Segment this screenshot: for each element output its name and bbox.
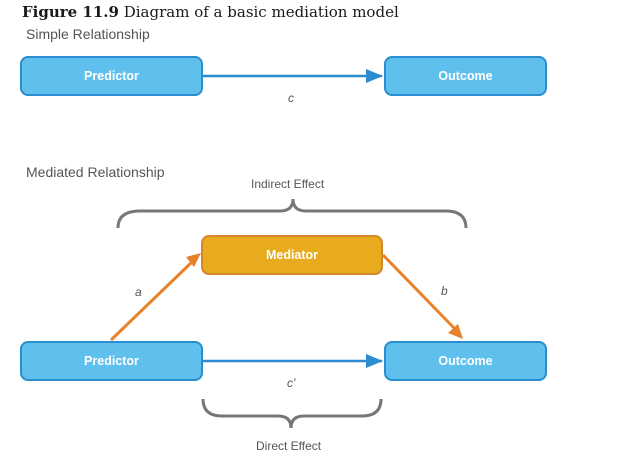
arrowhead-path-c-prime <box>366 354 383 368</box>
direct-effect-brace <box>201 398 383 429</box>
simple-outcome-box: Outcome <box>384 56 547 96</box>
path-b-label: b <box>441 284 448 298</box>
mediated-outcome-box: Outcome <box>384 341 547 381</box>
path-c-prime-label: c' <box>287 376 296 390</box>
arrow-path-b <box>381 253 458 332</box>
figure-title: Diagram of a basic mediation model <box>123 3 399 21</box>
path-c-label: c <box>288 91 294 105</box>
mediated-relationship-title: Mediated Relationship <box>26 164 165 180</box>
arrowhead-path-a <box>186 253 201 267</box>
simple-relationship-title: Simple Relationship <box>26 26 150 42</box>
path-a-label: a <box>135 285 142 299</box>
figure-label: Figure 11.9 <box>22 3 119 21</box>
indirect-effect-brace <box>116 198 468 229</box>
figure-caption: Figure 11.9 Diagram of a basic mediation… <box>22 3 399 21</box>
arrowhead-path-c <box>366 69 383 83</box>
arrowhead-path-b <box>448 324 463 339</box>
arrow-path-a <box>109 260 194 342</box>
mediator-box: Mediator <box>201 235 383 275</box>
simple-predictor-box: Predictor <box>20 56 203 96</box>
indirect-effect-label: Indirect Effect <box>251 177 325 191</box>
mediated-predictor-box: Predictor <box>20 341 203 381</box>
direct-effect-label: Direct Effect <box>256 439 322 453</box>
